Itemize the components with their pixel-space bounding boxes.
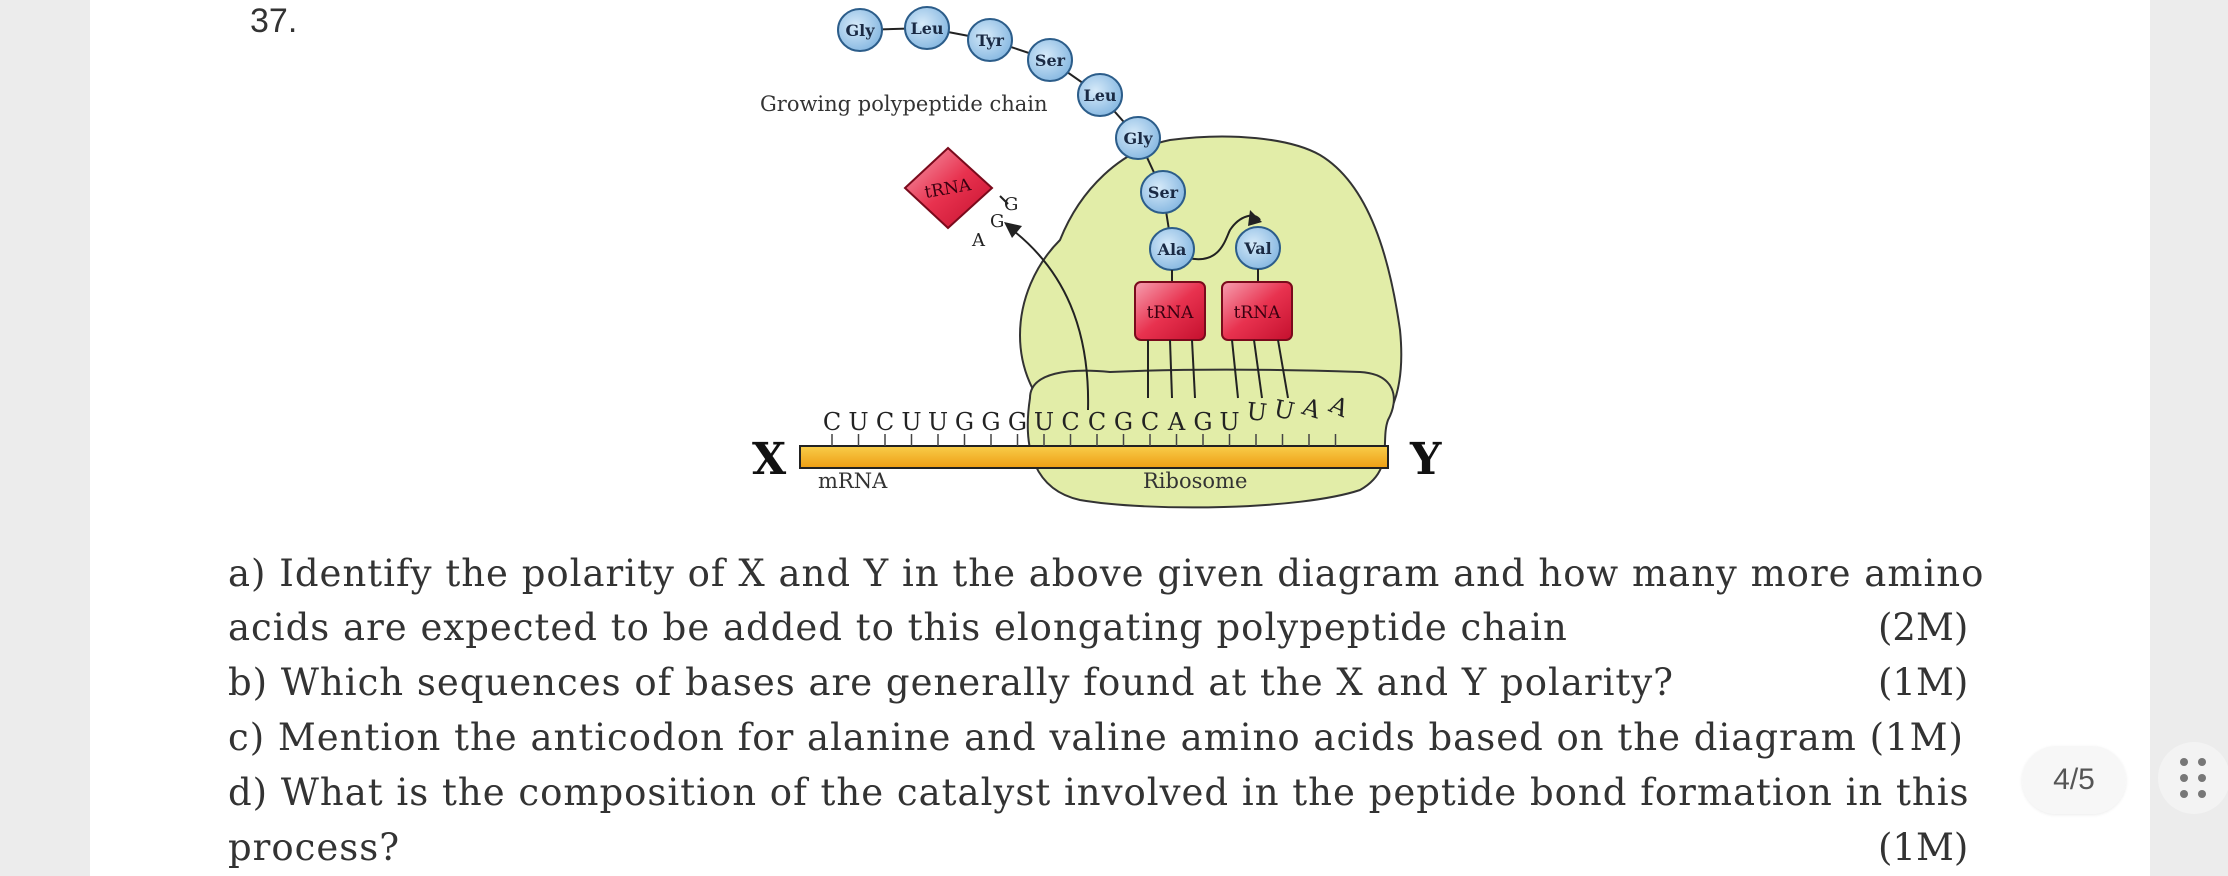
svg-text:Ser: Ser bbox=[1035, 51, 1066, 70]
mrna-base: A bbox=[1167, 408, 1186, 436]
departing-trna-base-3: A bbox=[971, 230, 986, 251]
amino-acid-gly-1: Gly bbox=[837, 8, 883, 52]
amino-acid-val: Val bbox=[1235, 226, 1281, 270]
departing-trna-base-1: G bbox=[1004, 194, 1018, 215]
mrna-base: C bbox=[1141, 408, 1159, 436]
amino-acid-ser-2: Ser bbox=[1140, 170, 1186, 214]
anticodon-legs bbox=[1147, 339, 1289, 399]
svg-text:Tyr: Tyr bbox=[976, 31, 1004, 50]
amino-acid-tyr: Tyr bbox=[967, 18, 1013, 62]
page-indicator[interactable]: 4/5 bbox=[2022, 746, 2126, 814]
question-number: 37. bbox=[250, 2, 298, 40]
svg-text:Gly: Gly bbox=[1123, 129, 1153, 148]
mrna-label: mRNA bbox=[818, 469, 888, 493]
question-d-marks: (1M) bbox=[1878, 826, 1969, 869]
departing-trna: tRNA bbox=[903, 146, 1009, 230]
question-b-marks: (1M) bbox=[1878, 661, 1969, 704]
ribosome-small-subunit bbox=[1026, 368, 1395, 509]
svg-text:Leu: Leu bbox=[910, 19, 943, 38]
mrna-base: C bbox=[1088, 408, 1106, 436]
mrna-base: U bbox=[928, 408, 948, 436]
question-c: c) Mention the anticodon for alanine and… bbox=[228, 716, 1964, 759]
amino-acid-ala: Ala bbox=[1149, 227, 1195, 271]
question-a-marks: (2M) bbox=[1878, 606, 1969, 649]
mrna-base: U bbox=[1034, 408, 1054, 436]
question-d-line-2: process? bbox=[228, 826, 401, 869]
mrna-base: U bbox=[901, 408, 921, 436]
svg-text:Leu: Leu bbox=[1083, 86, 1116, 105]
svg-text:tRNA: tRNA bbox=[1147, 303, 1195, 323]
ribosome-large-subunit bbox=[1019, 135, 1403, 433]
mrna-base-ticks bbox=[831, 434, 1337, 446]
svg-text:Val: Val bbox=[1243, 239, 1271, 258]
question-a-line-2: acids are expected to be added to this e… bbox=[228, 606, 1568, 649]
amino-acid-ser-1: Ser bbox=[1027, 38, 1073, 82]
page-indicator-text: 4/5 bbox=[2053, 763, 2095, 796]
mrna-base: G bbox=[1114, 408, 1133, 436]
question-a-line-1: a) Identify the polarity of X and Y in t… bbox=[228, 552, 1985, 595]
svg-text:tRNA: tRNA bbox=[1234, 303, 1282, 323]
mrna-base: C bbox=[823, 408, 841, 436]
trna-exit-arrowhead bbox=[1004, 222, 1022, 238]
mrna-base: G bbox=[955, 408, 974, 436]
mrna-strand bbox=[799, 445, 1389, 469]
mrna-base: G bbox=[981, 408, 1000, 436]
question-d-line-1: d) What is the composition of the cataly… bbox=[228, 771, 1970, 814]
svg-text:Gly: Gly bbox=[845, 21, 875, 40]
svg-text:Ala: Ala bbox=[1157, 240, 1187, 259]
trna-a-site: tRNA bbox=[1221, 281, 1293, 341]
end-label-y: Y bbox=[1409, 434, 1442, 485]
mrna-base: G bbox=[1008, 408, 1027, 436]
drag-handle-icon[interactable] bbox=[2158, 742, 2228, 814]
ribosome-label: Ribosome bbox=[1143, 469, 1247, 493]
mrna-base: C bbox=[876, 408, 894, 436]
mrna-base: U bbox=[1219, 408, 1239, 436]
mrna-base: C bbox=[1061, 408, 1079, 436]
amino-acid-leu-1: Leu bbox=[904, 6, 950, 50]
mrna-base: G bbox=[1193, 408, 1212, 436]
amino-acid-leu-2: Leu bbox=[1077, 73, 1123, 117]
departing-trna-base-2: G bbox=[990, 211, 1004, 232]
end-label-x: X bbox=[752, 434, 787, 485]
mrna-base: U bbox=[848, 408, 868, 436]
peptide-transfer-arrowhead bbox=[1248, 210, 1262, 226]
question-b: b) Which sequences of bases are generall… bbox=[228, 661, 1675, 704]
trna-p-site: tRNA bbox=[1134, 281, 1206, 341]
svg-text:Ser: Ser bbox=[1148, 183, 1179, 202]
mrna-base: U bbox=[1245, 397, 1268, 427]
polypeptide-label: Growing polypeptide chain bbox=[760, 92, 1048, 116]
amino-acid-gly-2: Gly bbox=[1115, 116, 1161, 160]
trna-exit-arrow bbox=[1009, 227, 1090, 411]
